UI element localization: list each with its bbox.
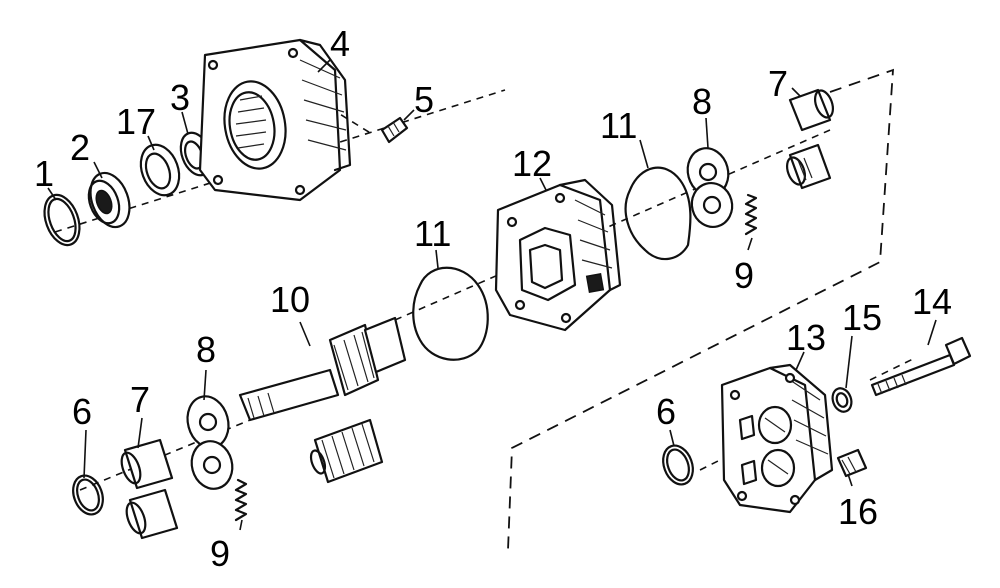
label-11-right: 11	[600, 105, 637, 146]
label-13: 13	[786, 317, 826, 358]
part-5-plug	[380, 116, 409, 144]
part-9-spring-lower	[234, 478, 248, 522]
label-12: 12	[512, 143, 552, 184]
label-3: 3	[170, 77, 190, 118]
label-7-lower: 7	[130, 379, 150, 420]
callout-labels: 1 2 17 3 4 5 12 11 8 7 9 11 10 8 6 7 9 6…	[34, 23, 952, 574]
label-15: 15	[842, 297, 882, 338]
part-17-ring	[139, 143, 181, 197]
part-2-bearing	[87, 171, 131, 229]
label-1: 1	[34, 153, 54, 194]
label-7-upper: 7	[768, 63, 788, 104]
part-15-washer	[831, 387, 853, 413]
label-8-lower: 8	[196, 329, 216, 370]
label-10: 10	[270, 279, 310, 320]
part-13-end-cover	[720, 363, 834, 514]
label-6-left: 6	[72, 391, 92, 432]
label-6-right: 6	[656, 391, 676, 432]
part-7-needle-bearing-lower	[120, 438, 179, 540]
part-7-needle-bearing-upper	[785, 88, 835, 190]
label-11-left: 11	[414, 213, 451, 254]
label-16: 16	[838, 491, 878, 532]
part-11-gasket-left	[412, 266, 489, 361]
label-17: 17	[116, 101, 156, 142]
part-8-wear-plate-upper	[686, 147, 734, 228]
part-4-flange-housing	[198, 38, 352, 202]
label-5: 5	[414, 79, 434, 120]
label-14: 14	[912, 281, 952, 322]
label-9-upper: 9	[734, 255, 754, 296]
part-10-drive-shaft	[238, 316, 407, 422]
part-9-spring-upper	[744, 193, 758, 236]
part-16-fitting	[836, 448, 868, 478]
part-6-ring-left	[72, 474, 104, 516]
label-8-upper: 8	[692, 81, 712, 122]
part-12-gear-housing	[494, 178, 622, 332]
part-1-snap-ring	[43, 193, 81, 247]
label-9-lower: 9	[210, 533, 230, 574]
leader-lines	[47, 59, 937, 531]
label-4: 4	[330, 23, 350, 64]
part-6-ring-right	[662, 444, 694, 486]
part-8-wear-plate-lower	[186, 395, 234, 490]
idler-gear	[309, 418, 384, 484]
label-2: 2	[70, 127, 90, 168]
part-14-bolt	[870, 336, 972, 397]
part-11-gasket-right	[624, 166, 692, 261]
